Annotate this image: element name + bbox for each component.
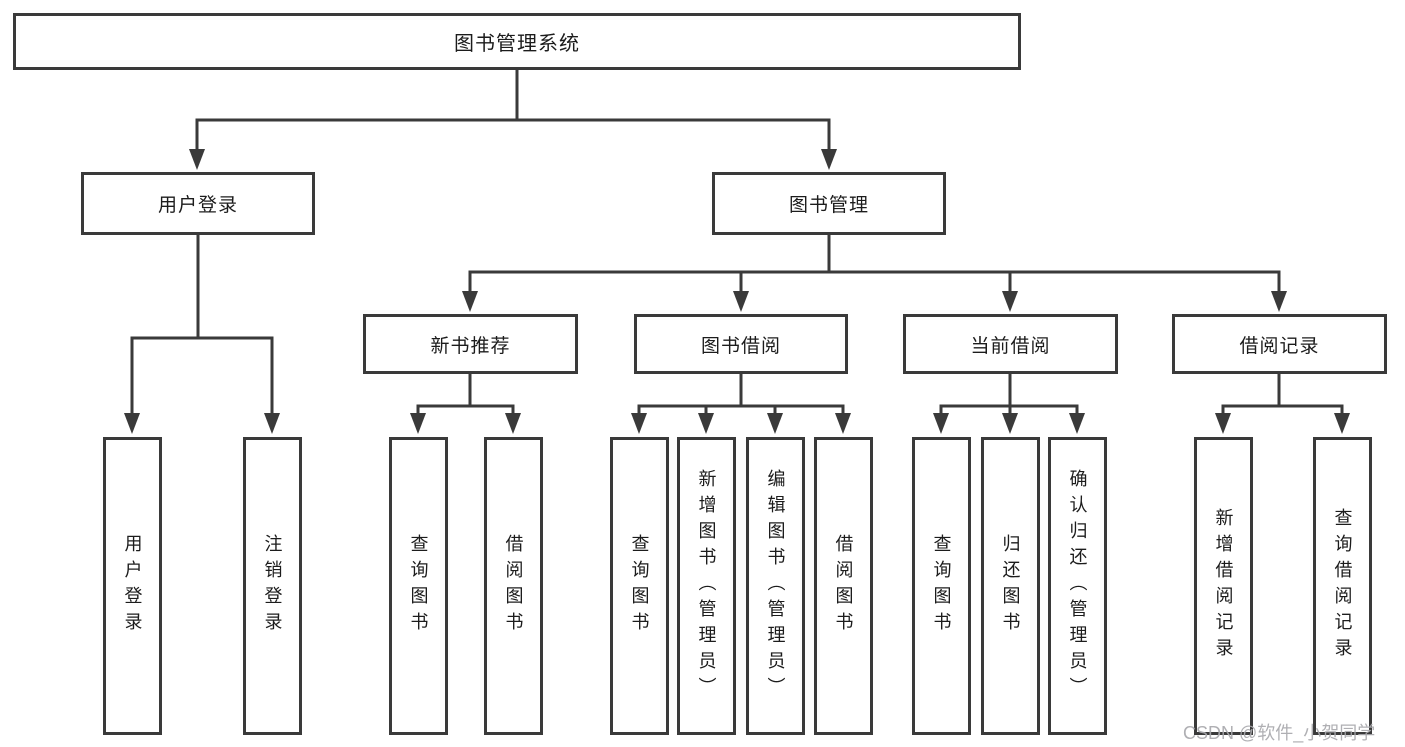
node-leaf-current-return: 归还图书 — [981, 437, 1040, 735]
node-leaf-records-add-label: 新增借阅记录 — [1213, 508, 1234, 664]
node-leaf-records-add: 新增借阅记录 — [1194, 437, 1253, 735]
node-current-borrowing: 当前借阅 — [903, 314, 1118, 374]
node-leaf-logout-label: 注销登录 — [262, 534, 283, 638]
node-leaf-records-query-label: 查询借阅记录 — [1332, 508, 1353, 664]
node-leaf-borrowing-add-label: 新增图书（管理员） — [696, 469, 717, 703]
node-leaf-login: 用户登录 — [103, 437, 162, 735]
node-leaf-borrowing-borrow: 借阅图书 — [814, 437, 873, 735]
node-leaf-recommend-query: 查询图书 — [389, 437, 448, 735]
node-leaf-borrowing-query-label: 查询图书 — [629, 534, 650, 638]
node-book-management: 图书管理 — [712, 172, 946, 235]
node-new-book-recommend-label: 新书推荐 — [430, 335, 511, 357]
node-current-borrowing-label: 当前借阅 — [970, 335, 1051, 357]
node-root: 图书管理系统 — [13, 13, 1021, 70]
node-leaf-current-confirm-label: 确认归还（管理员） — [1067, 469, 1088, 703]
node-leaf-borrowing-add: 新增图书（管理员） — [677, 437, 736, 735]
node-leaf-current-confirm: 确认归还（管理员） — [1048, 437, 1107, 735]
node-book-borrowing: 图书借阅 — [634, 314, 848, 374]
node-root-label: 图书管理系统 — [454, 33, 580, 55]
node-leaf-recommend-borrow: 借阅图书 — [484, 437, 543, 735]
node-book-borrowing-label: 图书借阅 — [700, 335, 781, 357]
node-leaf-current-query-label: 查询图书 — [931, 534, 952, 638]
node-leaf-recommend-borrow-label: 借阅图书 — [503, 534, 524, 638]
node-book-management-label: 图书管理 — [788, 195, 869, 216]
csdn-watermark: CSDN @软件_小贺同学 — [1183, 723, 1376, 743]
node-leaf-current-return-label: 归还图书 — [1000, 534, 1021, 638]
node-borrowing-records: 借阅记录 — [1172, 314, 1387, 374]
node-leaf-recommend-query-label: 查询图书 — [408, 534, 429, 638]
node-leaf-borrowing-edit: 编辑图书（管理员） — [746, 437, 805, 735]
node-user-login-label: 用户登录 — [157, 195, 238, 216]
node-leaf-logout: 注销登录 — [243, 437, 302, 735]
arrowheads — [124, 149, 1350, 434]
node-leaf-borrowing-borrow-label: 借阅图书 — [833, 534, 854, 638]
node-leaf-borrowing-edit-label: 编辑图书（管理员） — [765, 469, 786, 703]
node-leaf-records-query: 查询借阅记录 — [1313, 437, 1372, 735]
node-leaf-current-query: 查询图书 — [912, 437, 971, 735]
node-leaf-borrowing-query: 查询图书 — [610, 437, 669, 735]
node-borrowing-records-label: 借阅记录 — [1239, 335, 1320, 357]
node-new-book-recommend: 新书推荐 — [363, 314, 578, 374]
node-user-login: 用户登录 — [81, 172, 315, 235]
node-leaf-login-label: 用户登录 — [122, 534, 143, 638]
